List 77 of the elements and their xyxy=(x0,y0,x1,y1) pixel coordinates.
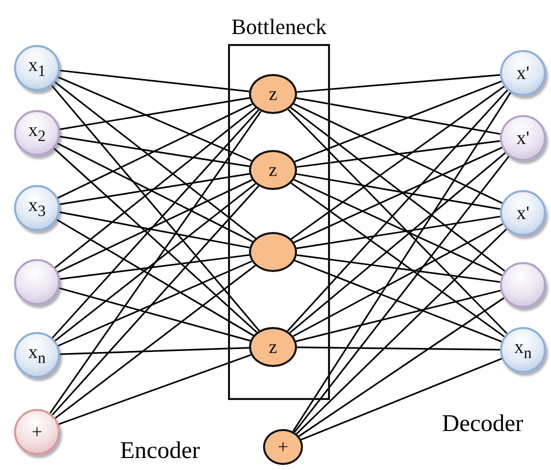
neuron-ellipse xyxy=(249,327,297,367)
connection-line xyxy=(60,70,250,92)
connection-line xyxy=(60,173,250,206)
neuron-circle xyxy=(500,327,546,373)
connection-line xyxy=(54,183,256,342)
node-symbol: x$_{1}$ xyxy=(28,56,46,80)
neuron-ellipse xyxy=(249,232,297,272)
connection-line xyxy=(296,173,500,210)
connection-line xyxy=(58,287,250,342)
connection-line xyxy=(60,254,250,280)
neuron-circle xyxy=(14,332,60,378)
node-symbol: x' xyxy=(516,204,530,222)
connection-line xyxy=(297,346,500,350)
node-symbol: x' xyxy=(516,64,530,82)
frame-heading: Bottleneck xyxy=(230,14,328,40)
neuron-circle xyxy=(500,115,546,161)
connection-line xyxy=(57,142,253,242)
neuron-circle xyxy=(14,259,60,305)
connection-line xyxy=(53,148,258,333)
connection-line xyxy=(54,264,256,419)
neuron-ellipse xyxy=(263,429,303,465)
neuron-circle xyxy=(500,190,546,236)
node-symbol: z xyxy=(268,160,278,180)
node-symbol: z xyxy=(268,338,278,356)
connection-line xyxy=(54,107,256,268)
connection-line xyxy=(294,146,502,244)
connection-line xyxy=(56,219,254,336)
connection-line xyxy=(59,211,250,248)
connection-line xyxy=(290,182,505,338)
neuron-ellipse xyxy=(249,74,297,114)
connection-line xyxy=(60,347,250,355)
node-symbol: + xyxy=(278,438,288,456)
connection-line xyxy=(54,81,256,239)
connection-line xyxy=(296,74,500,93)
connection-line xyxy=(290,106,506,272)
connection-line xyxy=(294,80,502,162)
connection-line xyxy=(293,103,503,204)
connection-line xyxy=(294,156,510,433)
connection-line xyxy=(60,97,250,130)
connection-line xyxy=(296,228,508,434)
neuron-circle xyxy=(14,185,60,231)
connection-line xyxy=(296,97,500,135)
connection-line xyxy=(296,140,500,168)
connection-line xyxy=(294,260,502,342)
neuron-circle xyxy=(14,409,60,455)
neuron-circle xyxy=(14,45,60,91)
node-symbol: z xyxy=(268,84,278,104)
neuron-circle xyxy=(500,50,546,96)
neuron-circle xyxy=(14,110,60,156)
connection-line xyxy=(50,110,262,414)
connection-line xyxy=(292,92,512,432)
connection-line xyxy=(60,136,250,168)
node-symbol: + xyxy=(32,422,42,442)
connection-line xyxy=(57,179,252,273)
connection-line xyxy=(58,260,252,347)
connection-line xyxy=(292,223,504,337)
neuron-ellipse xyxy=(249,150,297,190)
connection-line xyxy=(294,178,502,276)
connection-line xyxy=(290,86,505,240)
node-symbol: x$_{n}$ xyxy=(28,343,46,367)
node-symbol: x$_{2}$ xyxy=(28,121,46,145)
node-symbol: x' xyxy=(516,128,530,148)
node-symbol: x$_{n}$ xyxy=(514,338,532,362)
connection-line xyxy=(298,297,504,437)
neuron-circle xyxy=(500,262,546,308)
connection-line xyxy=(58,354,252,425)
connection-line xyxy=(300,358,502,440)
section-label: Decoder xyxy=(442,411,524,438)
connection-line xyxy=(296,254,500,283)
connection-line xyxy=(52,185,260,416)
section-label: Encoder xyxy=(120,438,200,465)
node-symbol: x$_{3}$ xyxy=(28,196,46,220)
connection-line xyxy=(296,216,500,250)
connection-line xyxy=(58,76,252,162)
connection-line xyxy=(296,290,501,342)
connection-line xyxy=(289,152,506,334)
connection-line xyxy=(57,103,253,199)
